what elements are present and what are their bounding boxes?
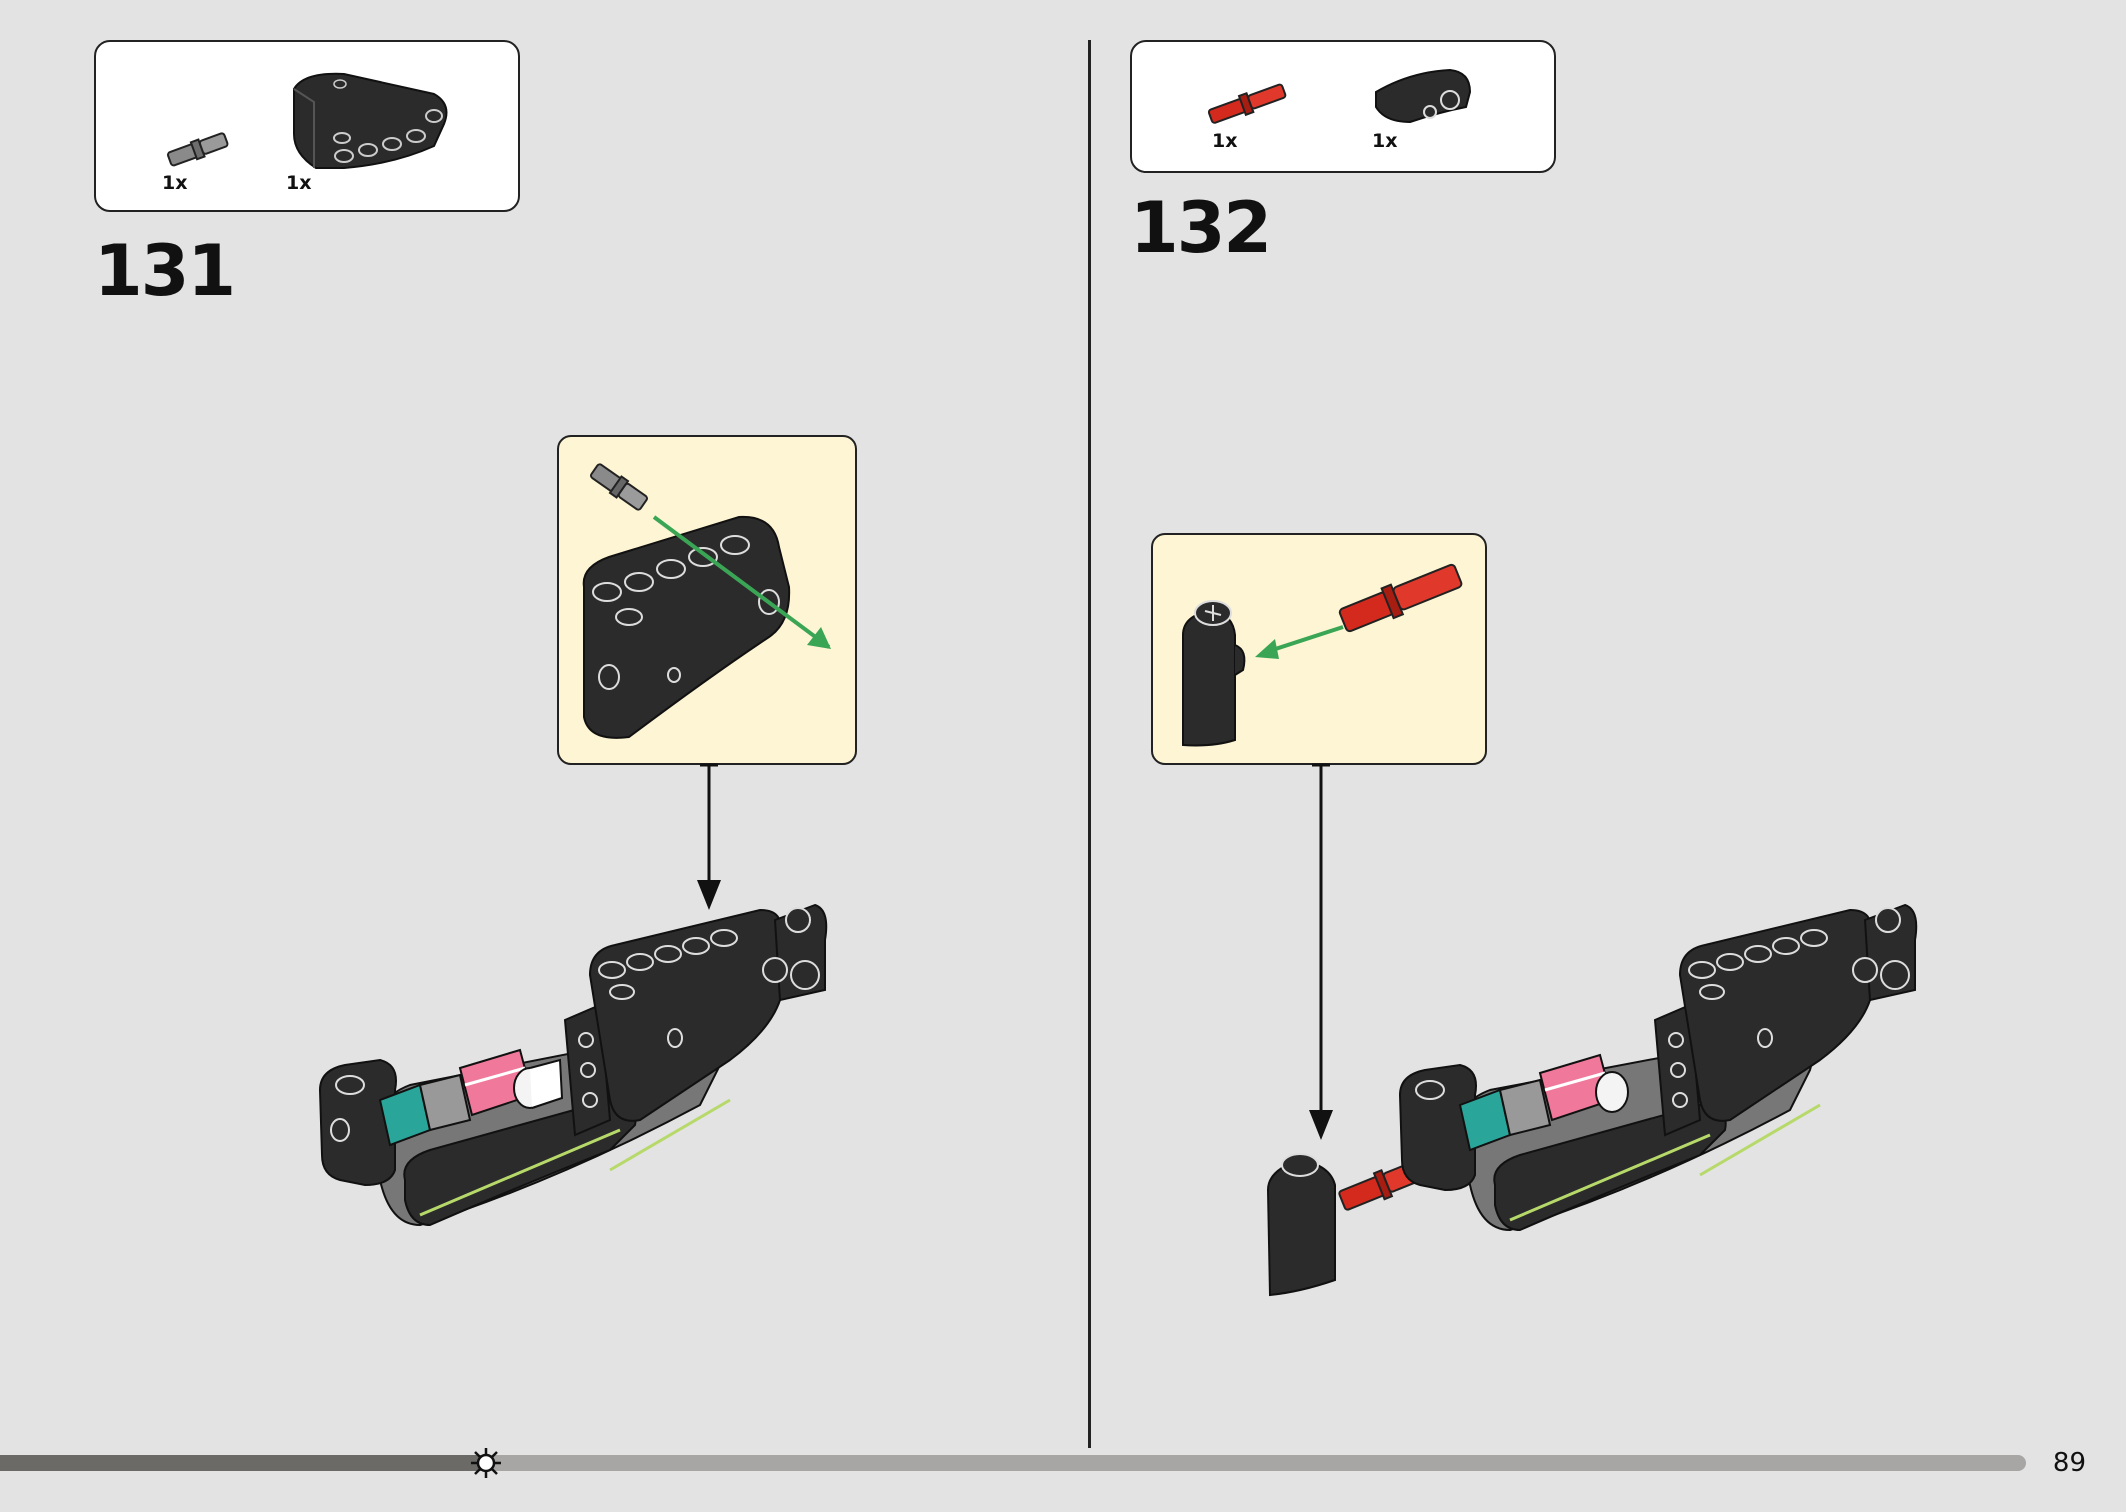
callout-arrow-132 <box>1309 763 1333 1140</box>
callout-arrow-131 <box>697 763 721 910</box>
part-qty-131-1: 1x <box>162 172 188 194</box>
page-divider <box>1088 40 1091 1448</box>
beam-panel-icon <box>293 72 448 169</box>
parts-list-box-131: 1x 1x <box>94 40 520 212</box>
callout-illustration-131 <box>582 463 831 739</box>
progress-track <box>0 1455 2026 1471</box>
axle-pin-red-icon <box>1207 83 1287 124</box>
page-number: 89 <box>2052 1448 2086 1478</box>
step-number-132: 132 <box>1130 187 1272 269</box>
gear-sun-icon <box>471 1448 501 1478</box>
part-qty-131-2: 1x <box>286 172 312 194</box>
curved-panel-icon <box>1375 68 1472 124</box>
callout-box-132 <box>1151 533 1487 765</box>
callout-box-131 <box>557 435 857 765</box>
assembly-model-132 <box>1266 903 1918 1297</box>
pin-connector-icon <box>166 132 229 167</box>
part-qty-132-2: 1x <box>1372 130 1398 152</box>
assembly-model-131 <box>318 903 828 1227</box>
callout-illustration-132 <box>1182 563 1463 747</box>
part-qty-132-1: 1x <box>1212 130 1238 152</box>
step-number-131: 131 <box>94 230 236 312</box>
progress-fill <box>0 1455 486 1471</box>
parts-list-box-132: 1x 1x <box>1130 40 1556 173</box>
